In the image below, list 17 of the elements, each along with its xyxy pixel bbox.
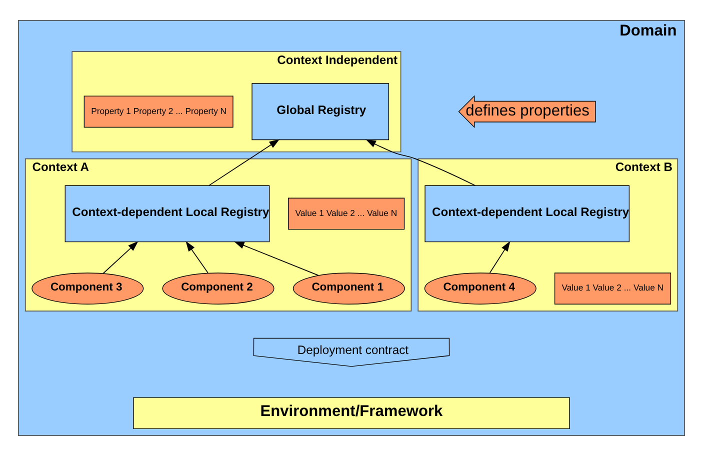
arrow [366, 139, 476, 186]
arrow [208, 139, 280, 186]
node-box: Context-dependent Local Registry [64, 185, 270, 242]
arrow [186, 241, 208, 274]
node-box: Value 1 Value 2 ... Value N [554, 272, 672, 304]
node-box: Value 1 Value 2 ... Value N [288, 198, 405, 230]
node-ellipse: Component 3 [32, 272, 144, 304]
node-ellipse: Component 2 [162, 272, 274, 304]
arrow [102, 241, 138, 274]
arrow [234, 241, 319, 276]
node-box: Property 1 Property 2 ... Property N [84, 96, 234, 128]
node-box: Context-dependent Local Registry [424, 185, 630, 242]
node-ellipse: Component 1 [292, 272, 405, 304]
node-ellipse: Component 4 [424, 272, 536, 304]
node-box: Global Registry [252, 83, 390, 140]
node-box: Environment/Framework [133, 397, 570, 430]
arrow [489, 240, 510, 274]
